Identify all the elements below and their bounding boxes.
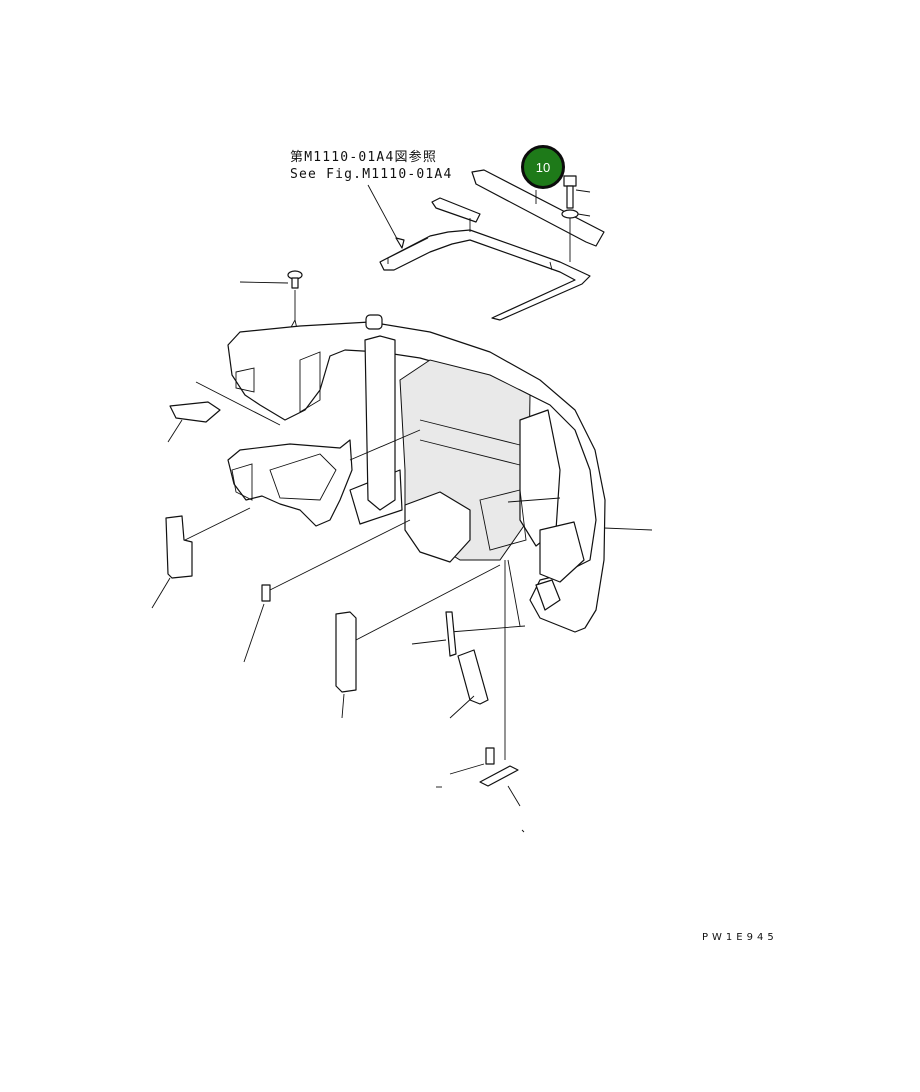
callout-badge-10[interactable]: 10 [521,145,565,189]
callout-number: 10 [535,159,551,175]
plate-flat [479,765,525,833]
reference-note-english: See Fig.M1110-01A4 [290,167,453,182]
washer [561,209,591,262]
reference-arrow [395,237,405,249]
plug [239,270,305,361]
counterweight [227,314,653,633]
plate-tall [151,515,193,609]
bar-vertical [335,611,357,719]
upper-frame [379,197,591,321]
drawing-code: PW1E945 [702,932,778,943]
reference-note-japanese: 第M1110-01A4図参照 [290,150,438,165]
plate-oblique [449,649,489,719]
leader-lines [184,381,561,760]
block-tiny [436,747,495,788]
block-small [243,584,271,663]
bolt [563,175,591,209]
plate-triangular [167,401,221,443]
block-slim [411,611,457,657]
long-bar [471,169,605,247]
reference-note: 第M1110-01A4図参照 See Fig.M1110-01A4 [290,149,452,183]
